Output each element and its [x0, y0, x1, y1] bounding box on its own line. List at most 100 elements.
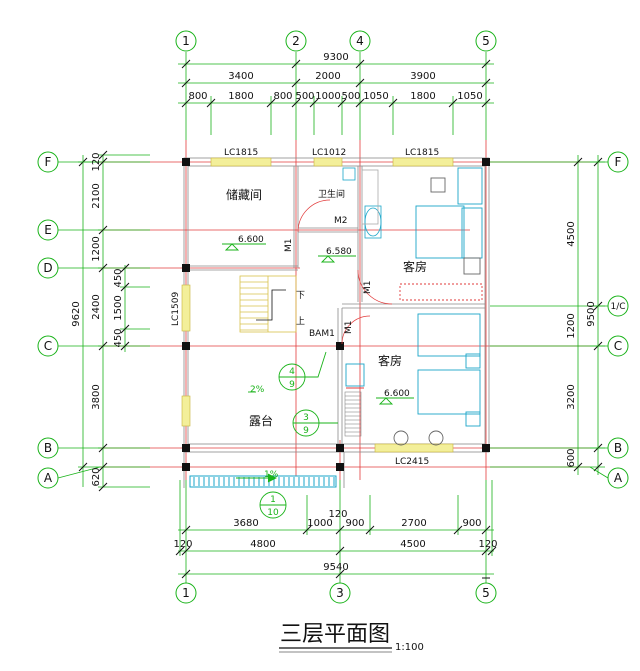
window-label: LC1815 — [405, 148, 439, 158]
axis-label-right-1c: 1/C — [610, 302, 625, 312]
dim-left-detail: 1500 — [113, 295, 124, 320]
dim-bottom-detail: 2700 — [401, 518, 426, 529]
dim-bottom-detail: 900 — [462, 518, 481, 529]
bathroom-fixtures — [342, 167, 382, 239]
axis-label-bottom-3: 3 — [336, 586, 344, 600]
door-label: M1 — [284, 239, 294, 253]
dim-top-mid: 2000 — [315, 71, 340, 82]
dim-bottom-detail: 3680 — [233, 518, 258, 529]
room-label-guest-1: 客房 — [403, 259, 427, 274]
axis-label-left-f: F — [45, 155, 52, 169]
axis-label-top-5: 5 — [482, 34, 490, 48]
dim-bottom-mid: 4500 — [400, 539, 425, 550]
staircase — [239, 275, 297, 333]
detail-callouts — [236, 351, 338, 519]
door-label: M1 — [344, 321, 354, 335]
door-label: M1 — [363, 281, 373, 295]
axis-label-left-a: A — [44, 471, 53, 485]
dim-right-detail: 1200 — [566, 313, 577, 338]
dim-bottom-small: 120 — [328, 509, 347, 520]
structural-columns — [182, 158, 490, 471]
dim-left-detail: 1200 — [91, 236, 102, 261]
axis-label-bottom-1: 1 — [182, 586, 190, 600]
window-symbols — [181, 157, 454, 453]
dim-left-mid: 2400 — [91, 294, 102, 319]
window-label: LC1509 — [171, 292, 181, 326]
guest-room-1-furniture — [399, 167, 483, 301]
dim-top-mid: 3400 — [228, 71, 253, 82]
level-label: 6.580 — [326, 247, 352, 257]
axis-marker-leaders — [57, 161, 609, 479]
axis-label-right-b: B — [614, 441, 622, 455]
axis-label-left-d: D — [43, 261, 52, 275]
dim-bottom-detail: 1000 — [307, 518, 332, 529]
detail-ref-sheet: 10 — [267, 508, 279, 518]
dimension-lines — [78, 52, 605, 585]
dim-left-detail: 2100 — [91, 183, 102, 208]
room-label-guest-2: 客房 — [378, 353, 402, 368]
dim-right-detail: 4500 — [566, 221, 577, 246]
room-label-terrace: 露台 — [249, 413, 273, 428]
dim-top-detail: 500 — [341, 91, 360, 102]
axis-label-top-2: 2 — [292, 34, 300, 48]
level-label: 6.600 — [238, 235, 264, 245]
dim-top-detail: 1800 — [410, 91, 435, 102]
axis-label-right-a: A — [614, 471, 623, 485]
dim-top-detail: 1800 — [228, 91, 253, 102]
axis-label-top-1: 1 — [182, 34, 190, 48]
balcony-railing — [189, 475, 337, 488]
dim-left-detail: 3800 — [91, 384, 102, 409]
axis-label-left-e: E — [44, 223, 52, 237]
drawing-scale: 1:100 — [395, 642, 424, 653]
dim-top-total: 9300 — [323, 52, 348, 63]
door-label: BAM1 — [309, 329, 335, 339]
dim-left-detail: 450 — [113, 268, 124, 287]
detail-ref-sheet: 9 — [303, 426, 309, 436]
axis-label-left-b: B — [44, 441, 52, 455]
dim-left-detail: 450 — [113, 328, 124, 347]
axis-label-top-4: 4 — [356, 34, 364, 48]
door-swings — [297, 199, 393, 345]
axis-label-right-c: C — [614, 339, 622, 353]
axis-label-left-c: C — [44, 339, 52, 353]
stair-down-label: 下 — [296, 291, 305, 301]
detail-ref-number: 4 — [289, 367, 295, 377]
dim-top-detail: 500 — [295, 91, 314, 102]
room-label-wc: 卫生间 — [318, 188, 345, 200]
dim-top-detail: 1050 — [363, 91, 388, 102]
dim-right-total: 9500 — [586, 301, 597, 326]
dim-left-total: 9620 — [71, 301, 82, 326]
dim-top-detail: 1050 — [457, 91, 482, 102]
dim-right-detail: 600 — [566, 448, 577, 467]
dim-bottom-mid: 120 — [478, 539, 497, 550]
dim-left-detail: 120 — [91, 152, 102, 171]
detail-ref-sheet: 9 — [289, 380, 295, 390]
door-label: M2 — [334, 216, 348, 226]
dim-bottom-mid: 4800 — [250, 539, 275, 550]
room-label-storage: 储藏间 — [226, 187, 262, 202]
axis-label-right-f: F — [615, 155, 622, 169]
dim-bottom-total: 9540 — [323, 562, 348, 573]
dim-top-mid: 3900 — [410, 71, 435, 82]
terrace-steps — [344, 391, 362, 437]
drawing-title: 三层平面图 — [280, 622, 390, 647]
detail-ref-number: 1 — [270, 495, 276, 505]
window-label: LC1012 — [312, 148, 346, 158]
dim-right-detail: 3200 — [566, 384, 577, 409]
detail-ref-number: 3 — [303, 413, 309, 423]
window-label: LC2415 — [395, 457, 429, 467]
slope-label: 2% — [250, 385, 265, 395]
level-label: 6.600 — [384, 389, 410, 399]
dim-bottom-detail: 900 — [345, 518, 364, 529]
slope-label: 1% — [264, 470, 279, 480]
dim-bottom-mid: 120 — [173, 539, 192, 550]
level-triangles — [222, 243, 414, 405]
dim-top-detail: 1000 — [315, 91, 340, 102]
guest-room-2-furniture — [345, 313, 481, 446]
window-label: LC1815 — [224, 148, 258, 158]
dim-top-detail: 800 — [188, 91, 207, 102]
stair-up-label: 上 — [296, 316, 305, 327]
axis-label-bottom-5: 5 — [482, 586, 490, 600]
dim-left-detail: 620 — [91, 467, 102, 486]
